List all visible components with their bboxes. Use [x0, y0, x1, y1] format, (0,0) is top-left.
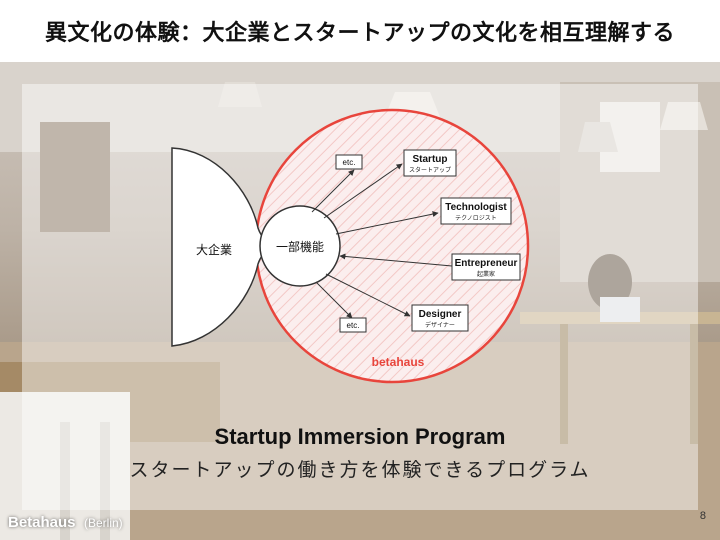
credit-name: Betahaus — [8, 514, 76, 531]
arrow-designer — [325, 273, 411, 317]
technologist-label-en: Technologist — [445, 202, 507, 213]
big-company-label: 大企業 — [196, 242, 232, 257]
etc-bottom-label: etc. — [347, 321, 360, 330]
slide-title: 異文化の体験：大企業とスタートアップの文化を相互理解する — [0, 0, 720, 62]
arrow-etc-top — [311, 169, 355, 213]
arrow-technologist — [335, 211, 439, 235]
division-label: 一部機能 — [276, 239, 324, 254]
arrow-entrepreneur — [339, 253, 453, 267]
program-name: Startup Immersion Program — [214, 424, 506, 449]
startup-box — [403, 149, 457, 177]
entrepreneur-label-en: Entrepreneur — [455, 258, 518, 269]
photo-credit: Betahaus (Berlin) — [8, 514, 123, 532]
designer-box — [411, 304, 469, 332]
etc-top-label: etc. — [343, 158, 356, 167]
technologist-box — [440, 197, 512, 225]
credit-city: (Berlin) — [83, 516, 123, 530]
etc-bottom-box — [339, 317, 367, 333]
startup-label-ja: スタートアップ — [409, 166, 451, 174]
entrepreneur-label-ja: 起業家 — [477, 270, 495, 278]
designer-label-en: Designer — [419, 309, 462, 320]
arrow-startup — [323, 163, 403, 219]
betahaus-label: betahaus — [372, 355, 425, 369]
page-number: 8 — [699, 510, 706, 522]
technologist-label-ja: テクノロジスト — [455, 215, 497, 222]
entrepreneur-box — [451, 253, 521, 281]
designer-label-ja: デザイナー — [425, 321, 455, 329]
program-description: スタートアップの働き方を体験できるプログラム — [129, 459, 591, 481]
startup-label-en: Startup — [413, 154, 448, 165]
etc-top-box — [335, 154, 363, 170]
division-circle — [259, 205, 341, 287]
arrow-etc-bottom — [315, 281, 353, 319]
